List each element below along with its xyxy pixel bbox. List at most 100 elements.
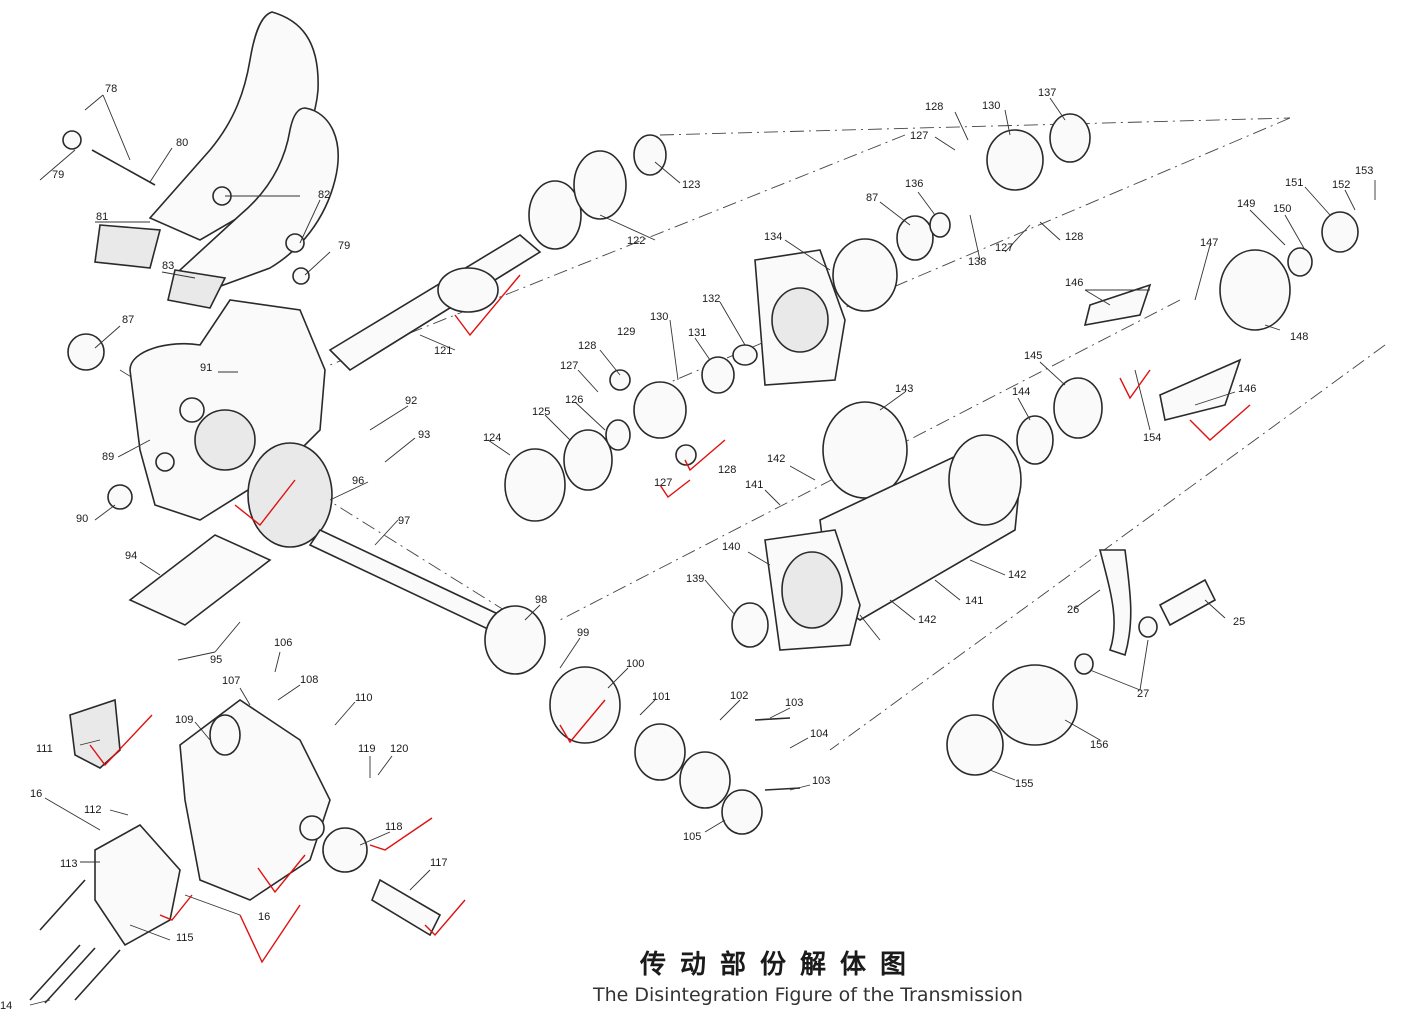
cylinder-148	[1219, 249, 1291, 331]
part-label: 127	[995, 242, 1013, 254]
part-label: 79	[52, 169, 64, 181]
part-label: 16	[258, 911, 270, 923]
bearing-122-b	[573, 150, 627, 220]
sleeve-118	[322, 827, 368, 873]
washer-126	[605, 419, 631, 451]
part-label: 25	[1233, 616, 1245, 628]
part-label: 149	[1237, 198, 1255, 210]
part-label: 83	[162, 260, 174, 272]
part-label: 103	[785, 697, 803, 709]
part-label: 110	[355, 692, 373, 704]
part-label: 145	[1024, 350, 1042, 362]
snap-ring-123	[633, 134, 667, 176]
part-label: 119	[358, 743, 376, 755]
part-label: 107	[222, 675, 240, 687]
part-label: 136	[905, 178, 923, 190]
carrier-130-top	[986, 129, 1044, 191]
part-label: 94	[125, 550, 137, 562]
bearing-87-left	[67, 333, 105, 371]
part-label: 103	[812, 775, 830, 787]
part-label: 130	[982, 100, 1000, 112]
bracket-109	[179, 699, 331, 901]
part-label: 143	[895, 383, 913, 395]
part-label: 112	[84, 804, 102, 816]
part-label: 139	[686, 573, 704, 585]
part-label: 87	[866, 192, 878, 204]
part-label: 115	[176, 932, 194, 944]
bearing-122-a	[528, 180, 582, 250]
bushing-90	[107, 484, 133, 510]
cover-145	[1053, 377, 1103, 439]
part-label: 142	[767, 453, 785, 465]
part-label: 127	[910, 130, 928, 142]
banjo-bolt-25	[1158, 578, 1217, 627]
part-label: 146	[1065, 277, 1083, 289]
part-label: 155	[1015, 778, 1033, 790]
part-label: 111	[36, 743, 53, 755]
part-label: 109	[175, 714, 193, 726]
part-label: 128	[578, 340, 596, 352]
caption-chinese: 传动部份解体图	[640, 950, 921, 980]
part-label: 121	[434, 345, 452, 357]
vane-146-b	[1159, 358, 1242, 421]
bearing-137	[1049, 113, 1091, 163]
part-label: 146	[1238, 383, 1256, 395]
block-113	[94, 823, 181, 947]
part-label: 132	[702, 293, 720, 305]
vane-146-a	[1083, 283, 1152, 327]
part-label: 131	[688, 327, 706, 339]
part-label: 80	[176, 137, 188, 149]
knurled-ring-100	[549, 666, 621, 744]
part-label: 127	[560, 360, 578, 372]
part-label: 117	[430, 857, 448, 869]
part-label: 151	[1285, 177, 1303, 189]
washer-136	[929, 212, 951, 238]
part-label: 128	[718, 464, 736, 476]
part-label: 106	[274, 637, 292, 649]
part-label: 90	[76, 513, 88, 525]
part-label: 113	[60, 858, 78, 870]
part-label: 79	[338, 240, 350, 252]
hose-26	[1098, 549, 1132, 657]
sleeve-143	[822, 401, 908, 499]
part-label: 100	[626, 658, 644, 670]
part-label: 128	[925, 101, 943, 113]
part-label: 108	[300, 674, 318, 686]
part-label: 93	[418, 429, 430, 441]
part-label: 138	[968, 256, 986, 268]
part-label: 141	[965, 595, 983, 607]
part-label: 123	[682, 179, 700, 191]
planetary-drum-140	[764, 434, 1022, 651]
part-label: 118	[385, 821, 403, 833]
part-label: 91	[200, 362, 212, 374]
part-label: 92	[405, 395, 417, 407]
part-label: 144	[1012, 386, 1030, 398]
cap-155	[946, 714, 1004, 776]
part-label: 87	[122, 314, 134, 326]
part-label: 137	[1038, 87, 1056, 99]
leader-lines	[29, 94, 1376, 1006]
part-label: 89	[102, 451, 114, 463]
ring-132	[732, 344, 758, 366]
seal-139	[731, 602, 769, 648]
part-label: 101	[652, 691, 670, 703]
part-label: 130	[650, 311, 668, 323]
part-label: 126	[565, 394, 583, 406]
part-label: 127	[654, 477, 672, 489]
part-label: 147	[1200, 237, 1218, 249]
part-label: 95	[210, 654, 222, 666]
pin-117	[371, 878, 442, 937]
muffler-156	[992, 664, 1078, 746]
sleeve-124	[504, 448, 566, 522]
part-label: 81	[96, 211, 108, 223]
part-label: 78	[105, 83, 117, 95]
part-label: 125	[532, 406, 550, 418]
plate-149	[1287, 247, 1313, 277]
part-label: 26	[1067, 604, 1079, 616]
part-label: 14	[0, 1000, 12, 1011]
part-label: 122	[627, 235, 645, 247]
part-label: 98	[535, 594, 547, 606]
shaft-97	[308, 528, 502, 632]
part-label: 102	[730, 690, 748, 702]
